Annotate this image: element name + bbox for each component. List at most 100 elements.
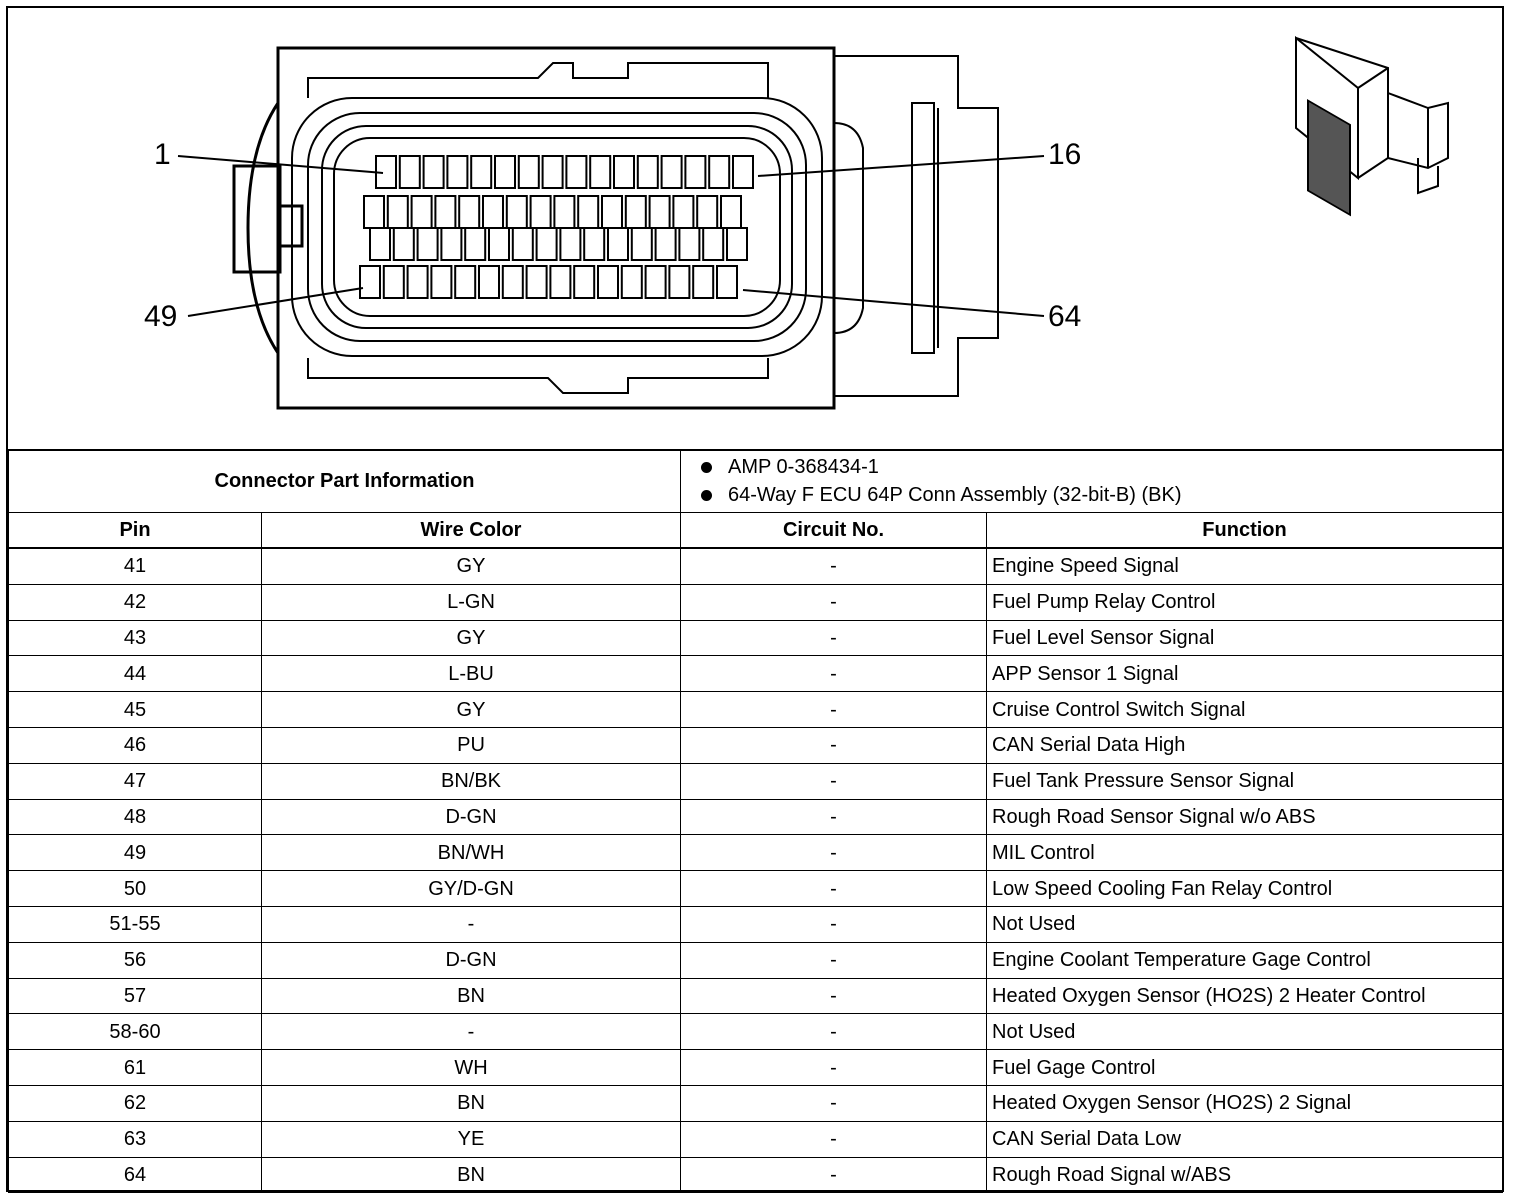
pin-cavity: [597, 265, 619, 299]
cell-pin: 57: [8, 977, 262, 1015]
pin-cavity: [716, 265, 738, 299]
pin-cavity: [692, 265, 715, 299]
cell-circuit-no: -: [680, 905, 988, 943]
cell-circuit-no: -: [680, 726, 988, 764]
cell-function: Fuel Pump Relay Control: [986, 583, 1504, 621]
cell-wire-color: BN: [260, 1084, 682, 1122]
leader-line-pin-49: [187, 287, 364, 317]
page-frame: 1 16 49 64 Connector Part Information AM…: [6, 6, 1504, 1194]
cell-function: Heated Oxygen Sensor (HO2S) 2 Signal: [986, 1084, 1504, 1122]
cell-pin: 64: [8, 1156, 262, 1194]
leader-line-pin-16: [757, 155, 1045, 177]
cell-circuit-no: -: [680, 762, 988, 800]
pin-cavity: [636, 155, 659, 189]
pin-cavity: [440, 227, 463, 261]
pin-cavity: [613, 155, 635, 189]
pin-cavity: [726, 227, 748, 261]
pin-cavity: [541, 155, 564, 189]
cell-function: MIL Control: [986, 834, 1504, 872]
pin-cavity: [565, 155, 588, 189]
connector-info-row: Connector Part Information AMP 0-368434-…: [7, 449, 1504, 513]
pin-cavity: [422, 155, 445, 189]
pin-label-top-right: 16: [1048, 138, 1082, 171]
cell-function: Not Used: [986, 1013, 1504, 1051]
pin-cavity: [410, 195, 433, 229]
cell-circuit-no: -: [680, 1120, 988, 1158]
table-row: 51-55--Not Used: [8, 905, 1504, 943]
cell-wire-color: BN/BK: [260, 762, 682, 800]
cell-pin: 63: [8, 1120, 262, 1158]
cell-function: Heated Oxygen Sensor (HO2S) 2 Heater Con…: [986, 977, 1504, 1015]
cell-pin: 58-60: [8, 1013, 262, 1051]
pin-cavity: [708, 155, 731, 189]
cell-function: APP Sensor 1 Signal: [986, 655, 1504, 693]
pin-cavity: [654, 227, 677, 261]
pin-cavity: [732, 155, 754, 189]
cell-function: Rough Road Signal w/ABS: [986, 1156, 1504, 1194]
cell-circuit-no: -: [680, 619, 988, 657]
header-function: Function: [986, 512, 1504, 549]
pin-cavity: [620, 265, 643, 299]
pin-cavity: [359, 265, 381, 299]
connector-info-list: AMP 0-368434-1 64-Way F ECU 64P Conn Ass…: [680, 449, 1504, 513]
pin-cavity: [478, 265, 500, 299]
cell-pin: 44: [8, 655, 262, 693]
connector-info-item: 64-Way F ECU 64P Conn Assembly (32-bit-B…: [701, 481, 1502, 509]
pin-cavity: [369, 227, 391, 261]
housing-left-latch: [232, 164, 282, 274]
connector-thumbnail-icon: [1295, 35, 1449, 217]
cell-pin: 42: [8, 583, 262, 621]
cell-pin: 49: [8, 834, 262, 872]
cell-function: Fuel Tank Pressure Sensor Signal: [986, 762, 1504, 800]
cell-pin: 47: [8, 762, 262, 800]
cell-circuit-no: -: [680, 1156, 988, 1194]
pin-cavity: [505, 195, 528, 229]
pin-cavity: [416, 227, 439, 261]
connector-info-item: AMP 0-368434-1: [701, 453, 1502, 481]
cell-circuit-no: -: [680, 1013, 988, 1051]
cell-function: Not Used: [986, 905, 1504, 943]
cell-pin: 46: [8, 726, 262, 764]
connector-info-title: Connector Part Information: [7, 449, 682, 513]
pin-cavity: [517, 155, 540, 189]
cell-circuit-no: -: [680, 583, 988, 621]
cell-wire-color: D-GN: [260, 798, 682, 836]
pin-cavity: [678, 227, 701, 261]
cell-wire-color: BN: [260, 977, 682, 1015]
cell-pin: 51-55: [8, 905, 262, 943]
cell-wire-color: PU: [260, 726, 682, 764]
pin-cavity: [549, 265, 572, 299]
pin-label-top-left: 1: [154, 138, 171, 171]
pin-cavity: [553, 195, 576, 229]
cell-function: Low Speed Cooling Fan Relay Control: [986, 870, 1504, 907]
pin-cavity: [398, 155, 421, 189]
cell-wire-color: GY: [260, 619, 682, 657]
pin-cavity: [386, 195, 409, 229]
pin-cavity: [470, 155, 493, 189]
cell-wire-color: WH: [260, 1049, 682, 1086]
cell-circuit-no: -: [680, 1049, 988, 1086]
cell-pin: 41: [8, 547, 262, 585]
cell-function: Engine Speed Signal: [986, 547, 1504, 585]
pin-cavity: [535, 227, 558, 261]
pin-cavity: [573, 265, 596, 299]
pin-cavity: [583, 227, 606, 261]
cell-wire-color: BN/WH: [260, 834, 682, 872]
pin-cavity: [363, 195, 385, 229]
table-row: 58-60--Not Used: [8, 1013, 1504, 1051]
cell-circuit-no: -: [680, 870, 988, 907]
cell-circuit-no: -: [680, 977, 988, 1015]
pin-label-bottom-left: 49: [144, 300, 178, 333]
cell-function: Engine Coolant Temperature Gage Control: [986, 941, 1504, 979]
leader-line-pin-64: [742, 289, 1045, 317]
pin-cavity: [660, 155, 683, 189]
